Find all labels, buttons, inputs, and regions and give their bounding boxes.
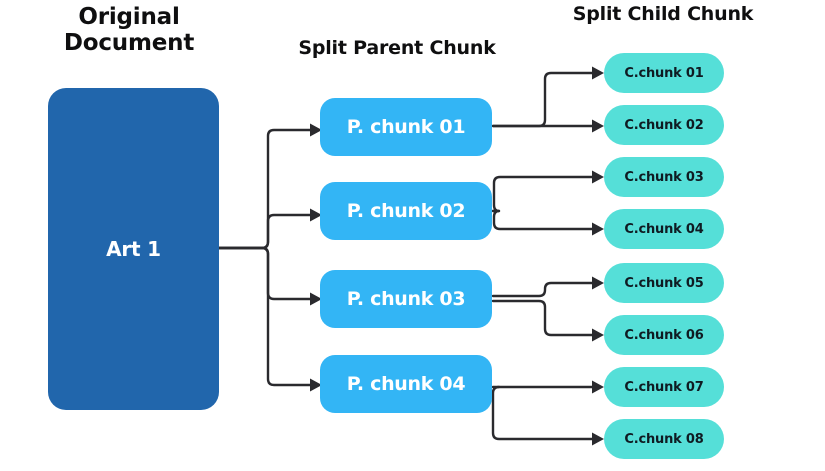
- node-original-document-label: Art 1: [106, 237, 161, 261]
- node-child-chunk-08-label: C.chunk 08: [624, 431, 704, 447]
- node-parent-chunk-04[interactable]: P. chunk 04: [320, 355, 492, 413]
- connector-doc-to-parent-04: [217, 246, 312, 387]
- node-child-chunk-06-label: C.chunk 06: [624, 327, 704, 343]
- connector-parent-04-to-child-08: [491, 385, 594, 441]
- column-heading-split-parent-chunk: Split Parent Chunk: [298, 37, 496, 59]
- connector-doc-to-parent-01: [217, 128, 312, 250]
- column-heading-split-child-chunk: Split Child Chunk: [572, 3, 754, 25]
- connector-parent-01-to-child-01: [491, 71, 594, 128]
- node-child-chunk-04[interactable]: C.chunk 04: [604, 209, 724, 249]
- node-parent-chunk-03-label: P. chunk 03: [346, 288, 466, 310]
- node-child-chunk-06[interactable]: C.chunk 06: [604, 315, 724, 355]
- node-parent-chunk-04-label: P. chunk 04: [346, 373, 466, 395]
- arrowhead-child-04: [592, 222, 604, 236]
- arrowhead-child-02: [592, 119, 604, 133]
- node-parent-chunk-01[interactable]: P. chunk 01: [320, 98, 492, 156]
- arrowhead-child-03: [592, 170, 604, 184]
- connector-parent-02-to-child-03: [491, 175, 594, 213]
- arrowhead-child-01: [592, 66, 604, 80]
- arrowhead-child-08: [592, 432, 604, 446]
- node-child-chunk-05[interactable]: C.chunk 05: [604, 263, 724, 303]
- node-child-chunk-03[interactable]: C.chunk 03: [604, 157, 724, 197]
- node-child-chunk-05-label: C.chunk 05: [624, 275, 704, 291]
- node-child-chunk-02-label: C.chunk 02: [624, 117, 704, 133]
- node-child-chunk-01-label: C.chunk 01: [624, 65, 704, 81]
- node-child-chunk-01[interactable]: C.chunk 01: [604, 53, 724, 93]
- node-child-chunk-04-label: C.chunk 04: [624, 221, 704, 237]
- connector-doc-to-parent-02: [217, 213, 312, 250]
- arrowhead-child-06: [592, 328, 604, 342]
- node-parent-chunk-03[interactable]: P. chunk 03: [320, 270, 492, 328]
- connector-parent-03-to-child-06: [491, 299, 594, 337]
- node-parent-chunk-01-label: P. chunk 01: [346, 116, 466, 138]
- node-child-chunk-02[interactable]: C.chunk 02: [604, 105, 724, 145]
- node-original-document[interactable]: Art 1: [48, 88, 219, 410]
- node-child-chunk-07-label: C.chunk 07: [624, 379, 704, 395]
- connector-parent-03-to-child-05: [491, 281, 594, 298]
- arrowhead-child-05: [592, 276, 604, 290]
- node-parent-chunk-02[interactable]: P. chunk 02: [320, 182, 492, 240]
- column-heading-original-document: Original Document: [63, 4, 195, 57]
- arrowhead-child-07: [592, 380, 604, 394]
- node-child-chunk-07[interactable]: C.chunk 07: [604, 367, 724, 407]
- connector-doc-to-parent-03: [217, 246, 312, 301]
- node-child-chunk-03-label: C.chunk 03: [624, 169, 704, 185]
- connector-parent-02-to-child-04: [491, 209, 594, 231]
- node-child-chunk-08[interactable]: C.chunk 08: [604, 419, 724, 459]
- node-parent-chunk-02-label: P. chunk 02: [346, 200, 466, 222]
